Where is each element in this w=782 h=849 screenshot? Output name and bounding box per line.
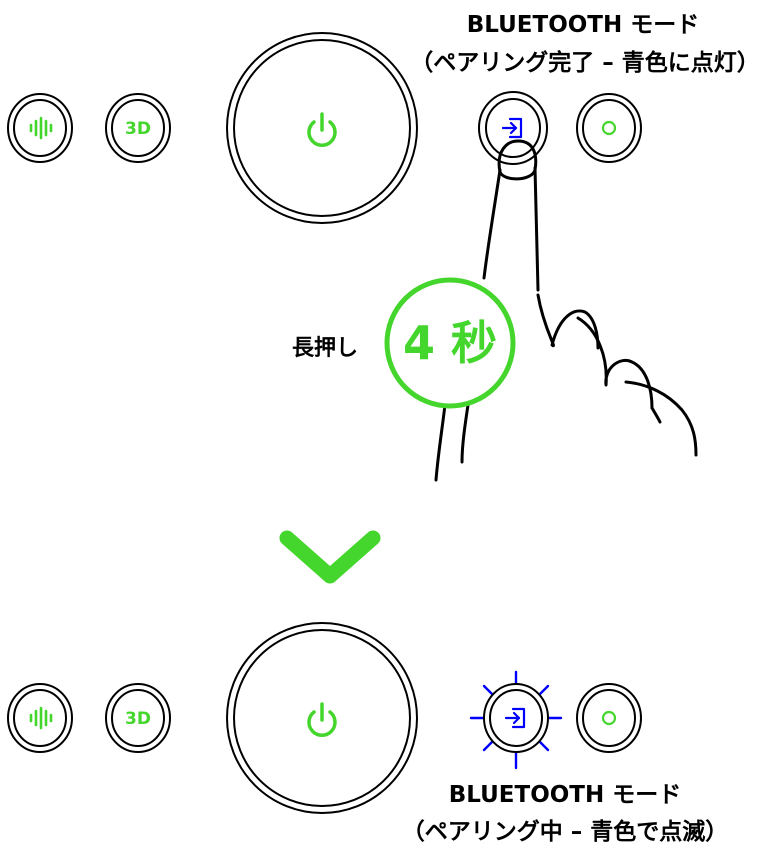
bottom-ring-button[interactable]: [576, 683, 642, 753]
duration-label: 4 秒: [403, 316, 497, 370]
input-source-icon: [501, 117, 523, 139]
bottom-3d-label: 3D: [125, 709, 151, 729]
top-eq-button[interactable]: [7, 93, 73, 163]
circle-icon: [601, 710, 617, 726]
pointing-finger-icon: [434, 139, 698, 482]
four-second-badge: 4 秒: [384, 277, 516, 409]
bottom-3d-button[interactable]: 3D: [105, 683, 171, 753]
top-ring-button[interactable]: [576, 93, 642, 163]
circle-icon: [601, 120, 617, 136]
press-hold-label: 長押し: [292, 335, 358, 361]
top-power-button[interactable]: [226, 32, 418, 224]
power-icon: [307, 702, 337, 737]
top-3d-button[interactable]: 3D: [105, 93, 171, 163]
chevron-down-icon: [279, 530, 381, 584]
equalizer-icon: [29, 706, 53, 730]
top-status-label: （ペアリング完了 – 青色に点灯）: [410, 49, 760, 76]
bottom-status-label: （ペアリング中 – 青色で点滅）: [402, 818, 729, 845]
top-control-panel: BLUETOOTH モード （ペアリング完了 – 青色に点灯） 3D: [7, 12, 760, 224]
top-3d-label: 3D: [125, 119, 151, 139]
bottom-mode-label: BLUETOOTH モード: [449, 782, 682, 808]
input-source-icon: [504, 707, 526, 729]
bottom-control-panel: 3D: [7, 622, 729, 845]
top-bluetooth-button[interactable]: [478, 91, 548, 165]
equalizer-icon: [29, 116, 53, 140]
top-mode-label: BLUETOOTH モード: [467, 12, 700, 38]
bottom-power-button[interactable]: [226, 622, 418, 814]
bottom-bluetooth-button[interactable]: [469, 670, 563, 770]
power-icon: [307, 112, 337, 147]
bottom-eq-button[interactable]: [7, 683, 73, 753]
